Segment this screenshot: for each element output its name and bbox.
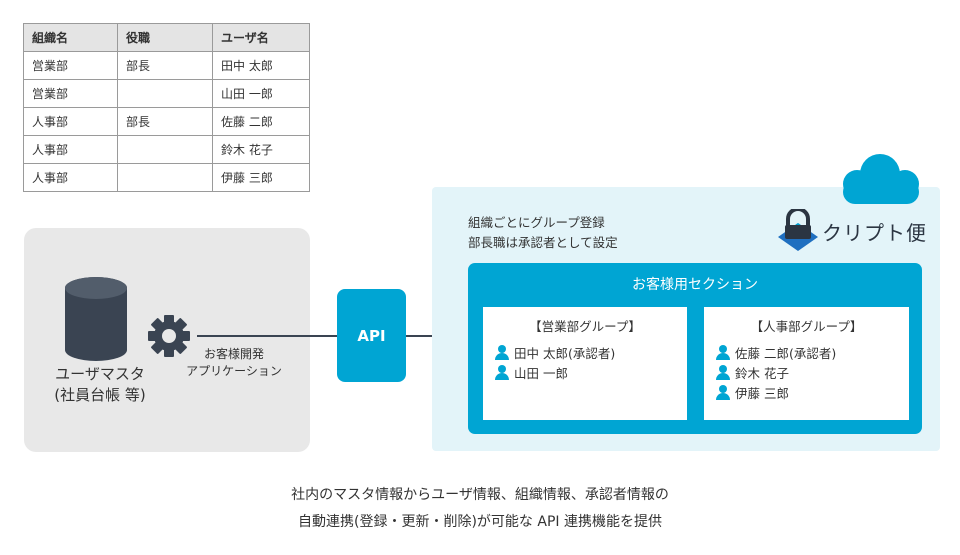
cell-role — [117, 135, 213, 164]
table-row: 人事部 鈴木 花子 — [23, 135, 310, 164]
cloud-description: 組織ごとにグループ登録 部長職は承認者として設定 — [468, 213, 618, 253]
user-icon — [495, 344, 509, 360]
user-icon — [495, 364, 509, 380]
brand-name: クリプト便 — [822, 221, 927, 245]
user-master-label: ユーザマスタ (社員台帳 等) — [30, 364, 170, 406]
cell-user: 佐藤 二郎 — [212, 107, 310, 136]
table-row: 人事部 伊藤 三郎 — [23, 163, 310, 192]
user-master-title: ユーザマスタ — [55, 365, 145, 383]
group-title: 【営業部グループ】 — [529, 319, 641, 334]
api-label: API — [357, 326, 386, 345]
member-item: 田中 太郎(承認者) — [495, 342, 687, 362]
cell-user: 田中 太郎 — [212, 51, 310, 80]
cell-role — [117, 163, 213, 192]
table-header-row: 組織名 役職 ユーザ名 — [23, 23, 310, 52]
cell-org: 人事部 — [23, 163, 118, 192]
cloud-desc-line1: 組織ごとにグループ登録 — [468, 215, 605, 230]
user-master-table: 組織名 役職 ユーザ名 営業部 部長 田中 太郎 営業部 山田 一郎 人事部 部… — [23, 23, 310, 192]
member-name: 山田 一郎 — [514, 365, 568, 381]
member-name: 鈴木 花子 — [735, 365, 789, 381]
group-title: 【人事部グループ】 — [750, 319, 863, 334]
member-item: 佐藤 二郎(承認者) — [716, 342, 909, 362]
group-card-sales: 【営業部グループ】 田中 太郎(承認者) 山田 一郎 — [483, 307, 687, 420]
member-item: 伊藤 三郎 — [716, 382, 909, 402]
cell-role: 部長 — [117, 51, 213, 80]
customer-app-subtitle: アプリケーション — [186, 364, 282, 378]
cell-org: 営業部 — [23, 51, 118, 80]
api-box: API — [337, 289, 406, 382]
customer-app-label: お客様開発 アプリケーション — [178, 346, 290, 380]
member-name: 伊藤 三郎 — [735, 385, 789, 401]
user-icon — [716, 364, 730, 380]
member-item: 山田 一郎 — [495, 362, 687, 382]
caption-line2: 自動連携(登録・更新・削除)が可能な API 連携機能を提供 — [298, 514, 662, 530]
cloud-desc-line2: 部長職は承認者として設定 — [468, 235, 618, 250]
cloud-icon — [843, 154, 919, 204]
cell-org: 人事部 — [23, 107, 118, 136]
section-title: お客様用セクション — [632, 277, 758, 293]
customer-app-title: お客様開発 — [203, 347, 264, 361]
cell-org: 人事部 — [23, 135, 118, 164]
user-icon — [716, 344, 730, 360]
crypto-bin-logo-icon — [778, 209, 818, 251]
caption-line1: 社内のマスタ情報からユーザ情報、組織情報、承認者情報の — [291, 487, 669, 503]
member-item: 鈴木 花子 — [716, 362, 909, 382]
user-icon — [716, 384, 730, 400]
member-name: 田中 太郎(承認者) — [514, 345, 616, 361]
user-master-subtitle: (社員台帳 等) — [54, 386, 146, 404]
member-name: 佐藤 二郎(承認者) — [735, 345, 837, 361]
cell-user: 伊藤 三郎 — [212, 163, 310, 192]
table-row: 営業部 山田 一郎 — [23, 79, 310, 108]
gear-icon — [148, 315, 190, 357]
group-card-hr: 【人事部グループ】 佐藤 二郎(承認者) 鈴木 花子 伊藤 三郎 — [704, 307, 909, 420]
header-org: 組織名 — [23, 23, 118, 52]
database-icon — [65, 277, 127, 361]
table-row: 営業部 部長 田中 太郎 — [23, 51, 310, 80]
